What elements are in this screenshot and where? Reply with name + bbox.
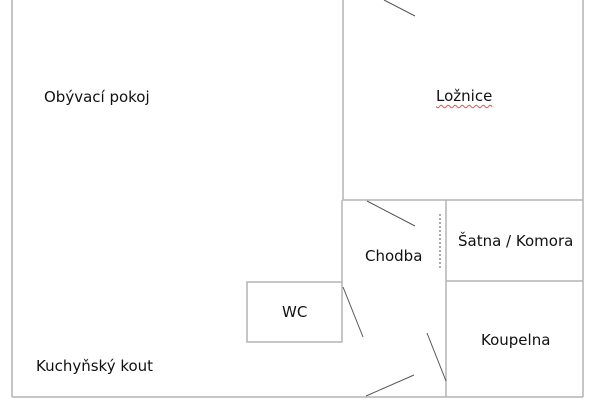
room-label-loznice: Ložnice xyxy=(436,87,493,105)
doors xyxy=(342,0,447,397)
room-label-satna-komora: Šatna / Komora xyxy=(458,232,574,250)
room-label-kuchynsky-kout: Kuchyňský kout xyxy=(36,357,154,375)
room-label-chodba: Chodba xyxy=(365,247,423,265)
hallway-door-top xyxy=(366,200,416,227)
room-label-koupelna: Koupelna xyxy=(481,331,551,349)
walls xyxy=(11,0,584,398)
bedroom-door xyxy=(383,0,416,17)
wc-walls xyxy=(246,281,343,343)
room-label-obyvaci-pokoj: Obývací pokoj xyxy=(44,88,150,106)
bathroom-door xyxy=(426,332,447,382)
wc-door xyxy=(342,286,364,338)
entrance-door xyxy=(365,374,415,397)
room-label-wc: WC xyxy=(282,303,308,321)
